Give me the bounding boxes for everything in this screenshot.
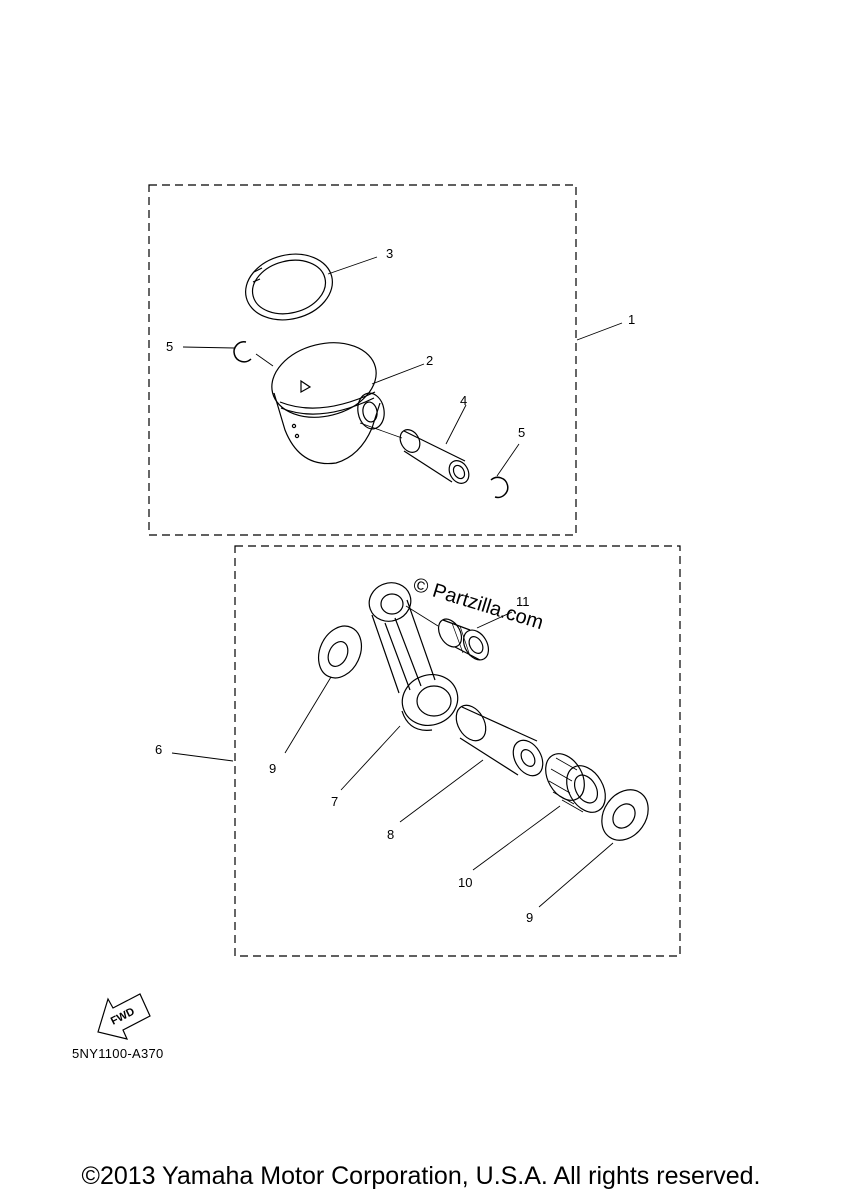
connecting-rod <box>368 582 459 731</box>
fwd-label: FWD <box>109 1006 137 1028</box>
callout-9-left: 9 <box>269 761 276 776</box>
callout-5-right: 5 <box>518 425 525 440</box>
callout-1: 1 <box>628 312 635 327</box>
washer-left <box>317 625 363 679</box>
callout-8: 8 <box>387 827 394 842</box>
callout-2: 2 <box>426 353 433 368</box>
circlip-right <box>490 476 509 499</box>
leader-lines <box>171 256 623 908</box>
crank-pin <box>455 704 544 777</box>
circlip-left <box>233 341 252 363</box>
crank-rod-kit-group-box <box>234 545 681 957</box>
callout-10: 10 <box>458 875 472 890</box>
small-end-bearing <box>405 605 490 661</box>
fwd-arrow-icon <box>97 993 151 1040</box>
piston-kit-group-box <box>148 184 577 536</box>
washer-right <box>601 789 649 841</box>
diagram-code: 5NY1100-A370 <box>72 1046 164 1061</box>
callout-7: 7 <box>331 794 338 809</box>
piston-pin <box>359 422 470 484</box>
callout-11: 11 <box>516 594 530 609</box>
big-end-bearing <box>545 753 606 813</box>
callout-4: 4 <box>460 393 467 408</box>
piston <box>271 342 385 465</box>
callout-3: 3 <box>386 246 393 261</box>
callout-6: 6 <box>155 742 162 757</box>
callout-5-left: 5 <box>166 339 173 354</box>
piston-ring <box>245 253 333 321</box>
callout-9-right: 9 <box>526 910 533 925</box>
copyright-notice: ©2013 Yamaha Motor Corporation, U.S.A. A… <box>81 1162 761 1190</box>
